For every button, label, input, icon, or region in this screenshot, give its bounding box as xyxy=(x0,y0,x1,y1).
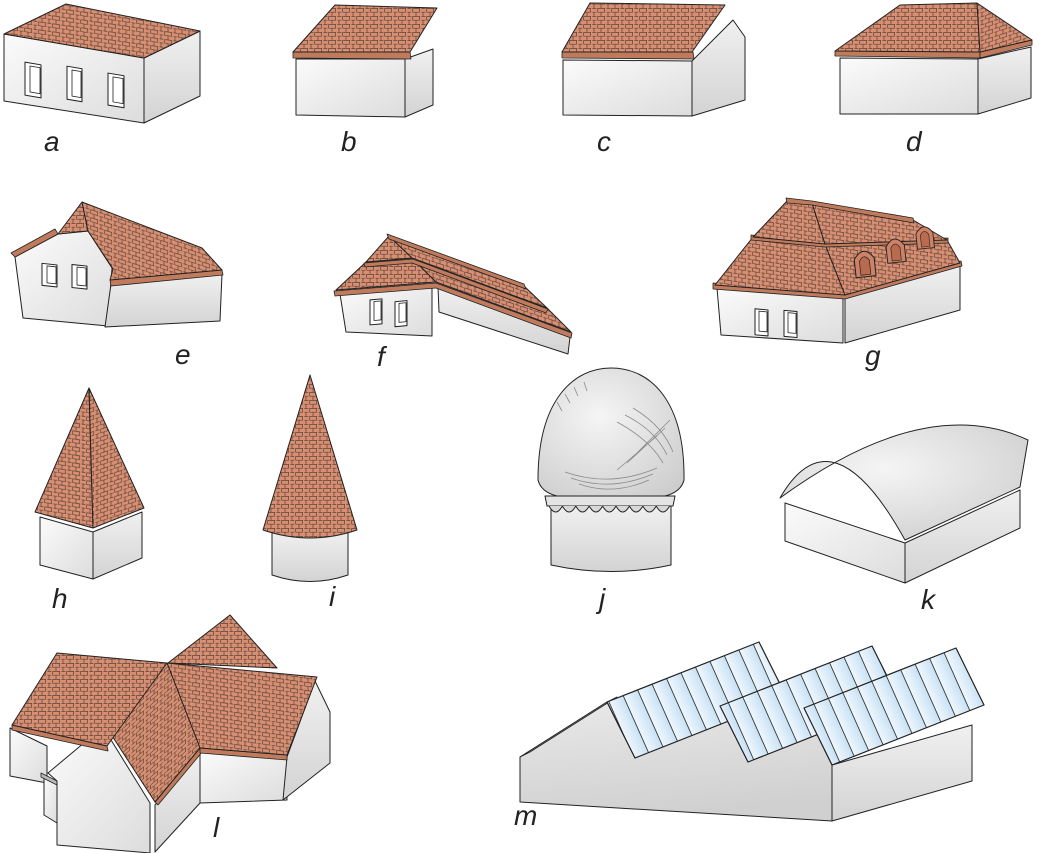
label-c: c xyxy=(597,126,611,157)
sawtooth-roof-figure xyxy=(470,620,1039,853)
roof xyxy=(34,387,145,529)
dome-roof-figure xyxy=(505,360,705,605)
walls xyxy=(562,19,746,117)
scallop-band xyxy=(548,505,671,513)
roof xyxy=(262,374,358,539)
cross-gable-roof-drawing xyxy=(9,614,331,853)
dormer-windows xyxy=(853,226,935,279)
mansard-roof-figure xyxy=(700,172,1039,368)
conical-roof-figure xyxy=(245,360,375,605)
roof xyxy=(779,424,1029,541)
walls xyxy=(295,48,434,118)
roof-upper-tier xyxy=(752,199,948,245)
gambrel-roof-drawing xyxy=(333,233,573,355)
fascia xyxy=(561,51,695,60)
dome-roof-drawing xyxy=(537,367,685,572)
verge-trim xyxy=(10,228,59,258)
label-e: e xyxy=(175,339,191,370)
roof xyxy=(537,367,685,497)
label-i: i xyxy=(329,581,336,612)
walls xyxy=(839,46,1032,115)
gambrel-roof-figure xyxy=(300,170,610,370)
gable-roof-drawing xyxy=(561,2,746,117)
conical-roof-drawing xyxy=(262,374,358,582)
cornice xyxy=(544,495,676,507)
roof xyxy=(11,614,318,803)
windows xyxy=(754,308,798,338)
walls xyxy=(784,489,1021,584)
barrel-roof-drawing xyxy=(779,424,1029,584)
label-h: h xyxy=(52,583,68,614)
roof xyxy=(292,4,438,53)
flat-roof-figure xyxy=(0,0,215,130)
fascia xyxy=(11,724,288,806)
right-face xyxy=(831,724,973,822)
cross-gable-roof-figure xyxy=(0,614,355,853)
tower-wall xyxy=(550,505,672,572)
half-hip-roof-drawing xyxy=(10,201,224,328)
tower-wall xyxy=(271,531,349,582)
windows xyxy=(369,298,408,328)
label-d: d xyxy=(906,126,922,157)
ledge-trim xyxy=(363,258,549,314)
fascia xyxy=(292,51,412,60)
label-k: k xyxy=(921,584,935,615)
label-l: l xyxy=(213,812,220,843)
hip-roof-drawing xyxy=(834,2,1033,115)
ridge-cap xyxy=(386,233,527,290)
barrel-roof-figure xyxy=(775,400,1039,630)
roof xyxy=(57,201,223,281)
walls xyxy=(9,680,331,853)
half-hip-roof-figure xyxy=(10,175,240,370)
label-f: f xyxy=(377,341,385,372)
gable-roof-figure xyxy=(545,0,760,130)
shed-roof-figure xyxy=(290,0,520,130)
windows xyxy=(41,262,88,290)
label-m: m xyxy=(514,800,538,831)
dome-hatching xyxy=(556,381,674,490)
roof xyxy=(561,2,726,53)
label-g: g xyxy=(865,340,881,371)
flat-roof-drawing xyxy=(3,3,201,124)
mansard-roof-drawing xyxy=(712,197,963,344)
sawtooth-roof-drawing xyxy=(519,641,985,822)
eave-trim xyxy=(333,282,573,339)
pyramid-spire-figure xyxy=(20,375,170,610)
walls xyxy=(39,511,143,580)
label-a: a xyxy=(44,126,60,157)
ridge-cap xyxy=(785,197,915,224)
roof xyxy=(834,2,1033,53)
roof xyxy=(3,3,201,59)
pyramid-spire-drawing xyxy=(34,387,145,580)
shed-roof-drawing xyxy=(292,4,438,118)
walls xyxy=(716,265,961,344)
skylight-glazing xyxy=(606,641,985,766)
hip-roof-figure xyxy=(834,0,1039,130)
windows xyxy=(24,61,125,109)
label-b: b xyxy=(341,126,357,157)
label-j: j xyxy=(599,583,606,614)
